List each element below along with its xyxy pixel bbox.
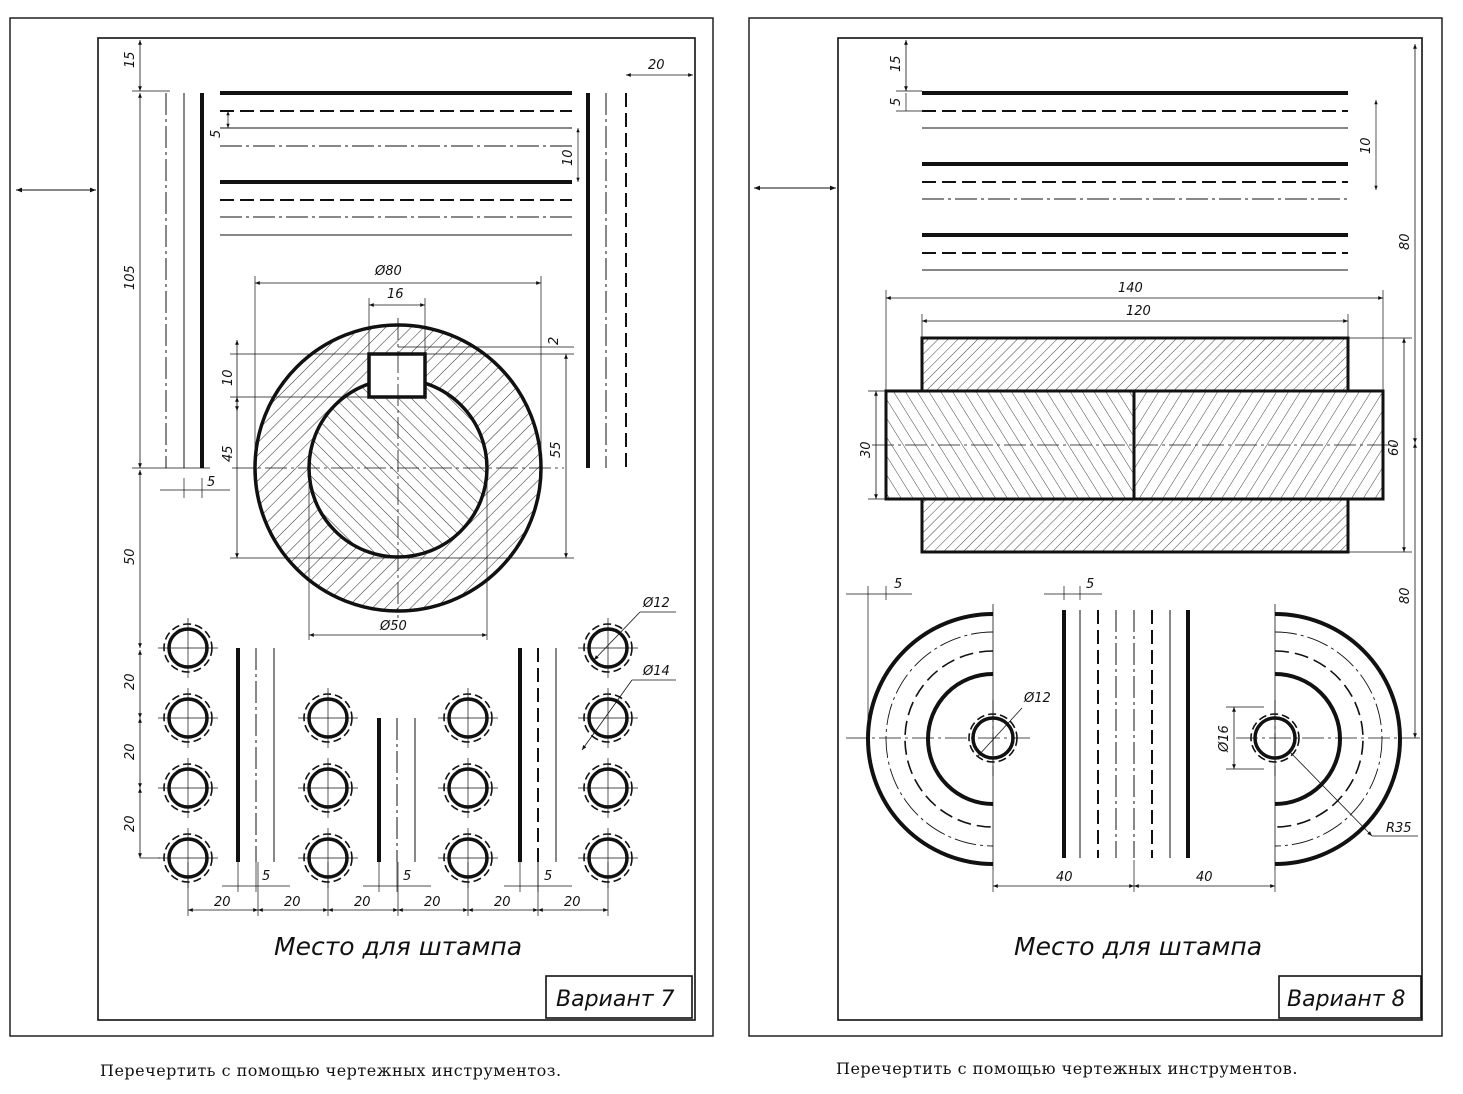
caption-variant-8: Перечертить с помощью чертежных инструме…: [836, 1059, 1298, 1078]
line-types-vertical: [165, 93, 627, 468]
dim-10-v8: 10: [1359, 137, 1374, 154]
hole: [578, 688, 638, 748]
dim-5-v8: 5: [889, 98, 904, 106]
dim-dia16: Ø16: [1217, 725, 1232, 753]
dim-140: 140: [1118, 281, 1143, 296]
dim-gap-5-c: 5: [544, 869, 552, 884]
variant-label-7: Вариант 7: [556, 987, 675, 1012]
shaft-section-v7: Ø80 16 2 10 45 55 Ø50: [221, 264, 574, 640]
dim-105: 105: [123, 265, 138, 290]
holes-grid-v7: [158, 618, 638, 888]
dim-dia80: Ø80: [374, 264, 402, 279]
dim-row-20-a: 20: [123, 673, 138, 690]
dim-55: 55: [549, 441, 564, 458]
half-views-v8: 5 Ø12 5: [846, 577, 1420, 892]
hole: [438, 758, 498, 818]
dim-5-mid-v8: 5: [1086, 577, 1094, 592]
hole: [578, 758, 638, 818]
dim-20-top: 20: [648, 58, 665, 73]
hole: [298, 688, 358, 748]
dim-40-left: 40: [1056, 870, 1073, 885]
dim-10-top: 10: [561, 149, 576, 166]
variant-label-8: Вариант 8: [1287, 987, 1406, 1012]
shaft-assembly-v8: 140 120 30 60: [859, 281, 1412, 554]
dim-gap-5-b: 5: [403, 869, 411, 884]
dim-15-v8: 15: [889, 55, 904, 72]
stamp-label-v8: Место для штампа: [1014, 932, 1262, 961]
hole: [298, 758, 358, 818]
dim-bottom-20-d: 20: [424, 895, 441, 910]
dim-gap-5-a: 5: [262, 869, 270, 884]
dim-dia50: Ø50: [379, 619, 407, 634]
dim-5-left: 5: [207, 475, 215, 490]
hole: [158, 618, 218, 678]
vertical-samples-bottom: [236, 648, 557, 862]
dim-50: 50: [123, 548, 138, 565]
dim-80-bottom: 80: [1398, 587, 1413, 604]
dim-row-20-b: 20: [123, 743, 138, 760]
dim-bottom-20-e: 20: [494, 895, 511, 910]
dim-5-top: 5: [209, 130, 224, 138]
dim-40-right: 40: [1196, 870, 1213, 885]
sheet-variant-8: 15 5 10 80 80 140 120: [748, 17, 1443, 1037]
dim-dia12-v8: Ø12: [1023, 691, 1051, 706]
dim-row-20-c: 20: [123, 815, 138, 832]
caption-variant-7: Перечертить с помощью чертежных инструме…: [100, 1061, 562, 1080]
hole: [158, 688, 218, 748]
line-types-top: [220, 91, 572, 236]
dim-10-key: 10: [221, 369, 236, 386]
dim-30: 30: [859, 441, 874, 458]
stamp-label-v7: Место для штампа: [274, 932, 522, 961]
dim-5-left-v8: 5: [894, 577, 902, 592]
dim-120: 120: [1126, 304, 1151, 319]
dim-bottom-20-f: 20: [564, 895, 581, 910]
dimensions-top-left: 15 105 50 5 5 10 20: [123, 40, 693, 648]
dim-45: 45: [221, 445, 236, 462]
dim-dia14: Ø14: [642, 664, 670, 679]
hole: [578, 618, 638, 678]
dim-bottom-20-a: 20: [214, 895, 231, 910]
line-types-v8: [922, 91, 1348, 271]
dim-16: 16: [387, 287, 404, 302]
dim-bottom-20-b: 20: [284, 895, 301, 910]
dimensions-bottom-v7: 20 20 20 20 20 20 20 20 20: [123, 596, 676, 916]
hole: [158, 758, 218, 818]
hole: [438, 688, 498, 748]
dimensions-top-v8: 15 5 10 80 80: [889, 40, 1417, 738]
dim-r35: R35: [1386, 821, 1412, 836]
dim-2: 2: [547, 337, 562, 345]
dim-80-top: 80: [1398, 233, 1413, 250]
dim-60: 60: [1387, 439, 1402, 456]
dim-bottom-20-c: 20: [354, 895, 371, 910]
sheet-variant-7: 15 105 50 5 5 10 20: [9, 17, 714, 1037]
dim-15: 15: [123, 51, 138, 68]
dim-dia12-v7: Ø12: [642, 596, 670, 611]
